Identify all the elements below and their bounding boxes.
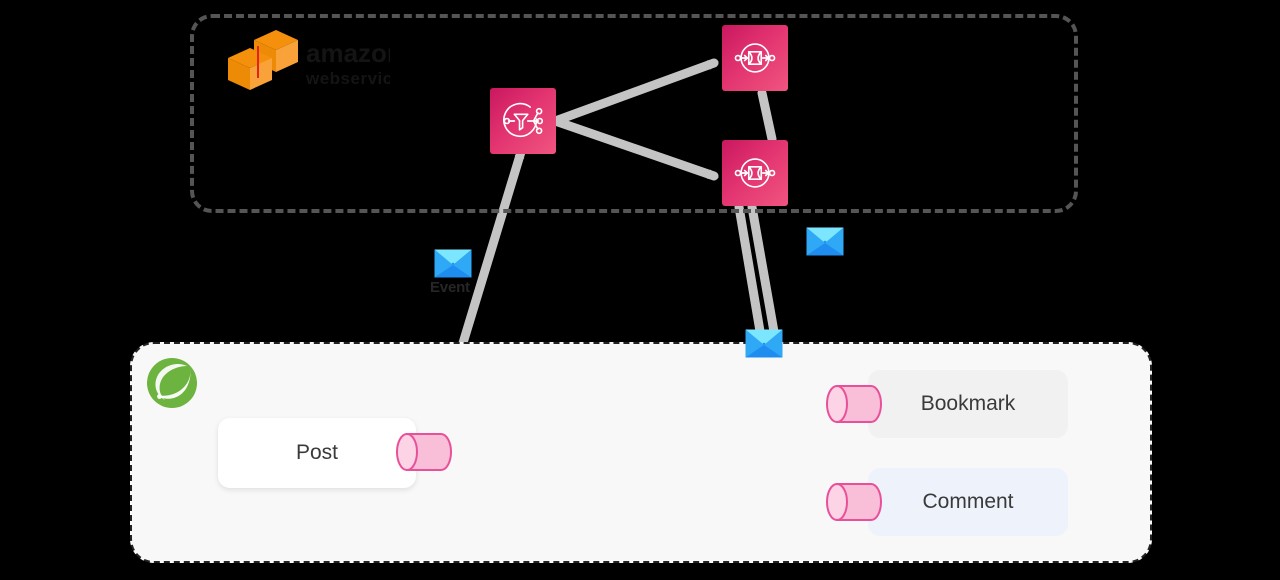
sqs-queue-icon (734, 43, 776, 73)
edge-sqs-to-bookmark (747, 202, 781, 348)
entity-card-comment[interactable]: Comment (868, 468, 1068, 536)
spring-logo (146, 357, 198, 409)
aws-sqs-queue-node-1[interactable] (722, 25, 788, 91)
aws-sqs-queue-node-2[interactable] (722, 140, 788, 206)
aws-logo: amazon webservices (214, 28, 412, 90)
edge-sns-to-sqs-top (553, 58, 719, 125)
aws-cloud-boundary (190, 14, 1078, 213)
message-envelope-1[interactable] (434, 249, 472, 278)
entity-card-post[interactable]: Post (218, 418, 416, 488)
sqs-queue-icon (734, 158, 776, 188)
envelope-icon (806, 227, 844, 256)
aws-logo-icon: amazon webservices (228, 30, 412, 90)
sns-topic-icon (503, 102, 544, 138)
message-envelope-3[interactable] (745, 329, 783, 358)
datastore-cylinder-comment[interactable] (824, 481, 884, 523)
entity-card-post-label: Post (295, 441, 339, 464)
aws-logo-line1: amazon (306, 38, 390, 68)
datastore-cylinder-bookmark[interactable] (824, 383, 884, 425)
edge-sns-to-sqs-bottom (553, 117, 719, 181)
entity-card-bookmark[interactable]: Bookmark (868, 370, 1068, 438)
message-envelope-2[interactable] (806, 227, 844, 256)
edge-post-to-sns (458, 147, 526, 348)
envelope-icon (434, 249, 472, 278)
database-cylinder-icon (396, 433, 452, 471)
entity-card-comment-label: Comment (922, 490, 1014, 513)
database-cylinder-icon (826, 385, 882, 423)
edge-sqs-top-to-sqs-bottom (757, 88, 777, 144)
datastore-cylinder-post[interactable] (394, 431, 454, 473)
spring-leaf-icon (147, 358, 197, 408)
envelope-icon (745, 329, 783, 358)
edge-sqs-to-comment (734, 202, 767, 348)
message-envelope-1-label: Event (430, 279, 470, 296)
database-cylinder-icon (826, 483, 882, 521)
aws-sns-topic-node[interactable] (490, 88, 556, 154)
aws-logo-line2: webservices (305, 69, 390, 88)
entity-card-bookmark-label: Bookmark (920, 392, 1016, 415)
